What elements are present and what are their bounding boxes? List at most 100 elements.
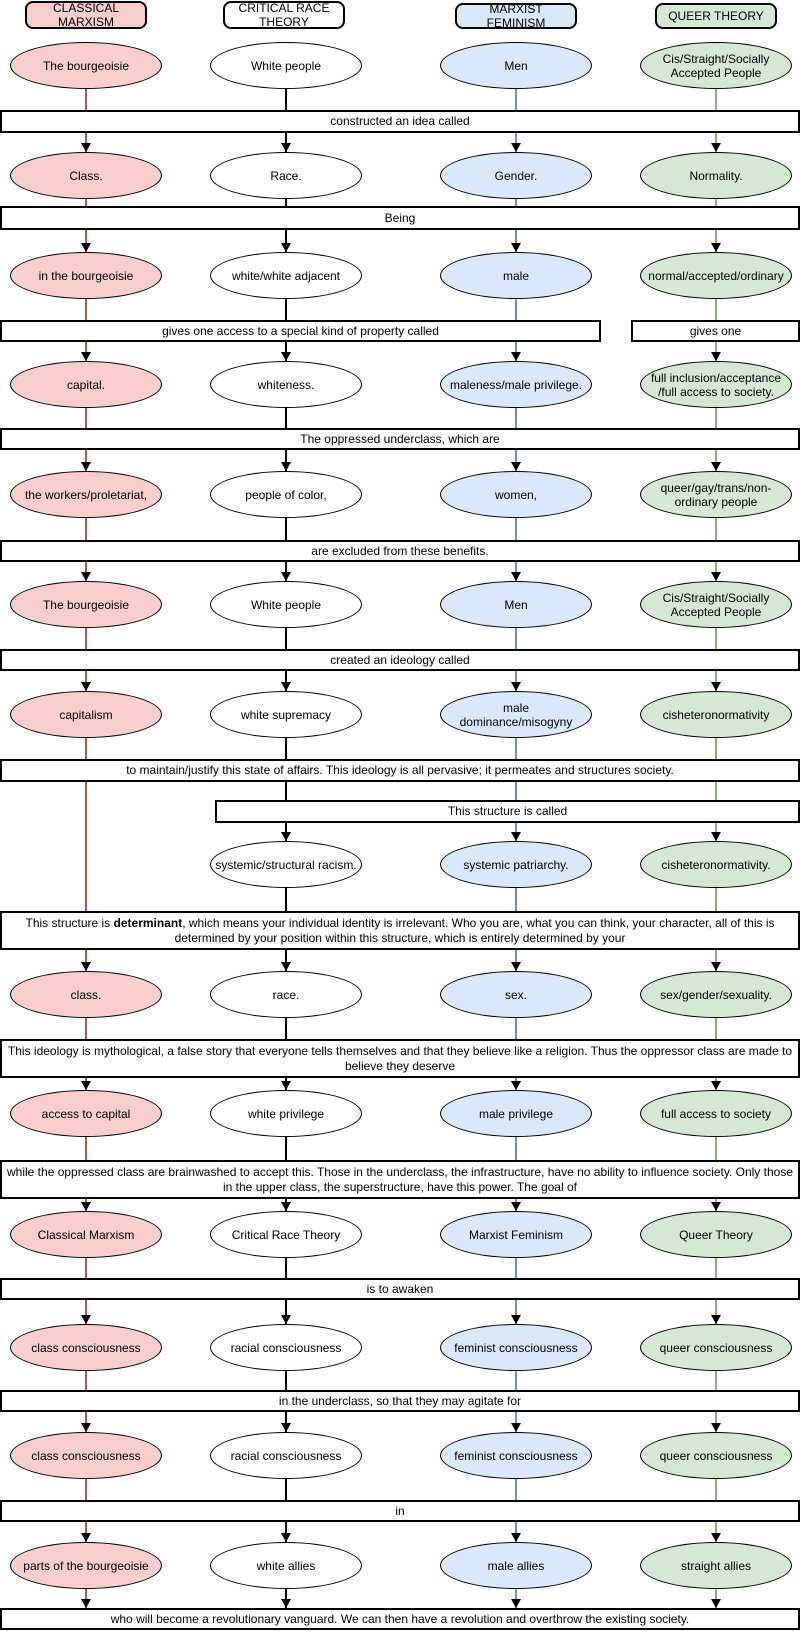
arrowhead (281, 962, 291, 971)
banner-maintain-justify: to maintain/justify this state of affair… (0, 759, 800, 782)
arrowhead (81, 143, 91, 152)
banner-excluded-from-benefits: are excluded from these benefits. (0, 540, 800, 562)
column-header-critical-race-theory: CRITICAL RACE THEORY (223, 1, 345, 29)
node-mf-r9: sex. (440, 971, 592, 1018)
arrowhead (711, 143, 721, 152)
banner-created-an-ideology: created an ideology called (0, 649, 800, 671)
arrowhead (81, 1202, 91, 1211)
arrowhead (281, 243, 291, 252)
node-crt-r8: systemic/structural racism. (210, 841, 362, 888)
node-mf-r6: Men (440, 581, 592, 628)
node-cm-r14: parts of the bourgeoisie (10, 1542, 162, 1589)
node-mf-r4: maleness/male privilege. (440, 361, 592, 408)
arrowhead (511, 572, 521, 581)
arrowhead (81, 462, 91, 471)
arrowhead (81, 1599, 91, 1608)
node-qt-r13: queer consciousness (640, 1432, 792, 1479)
arrowhead (81, 572, 91, 581)
arrowhead (511, 1315, 521, 1324)
banner-brainwashed-goal: while the oppressed class are brainwashe… (0, 1160, 800, 1199)
node-mf-r2: Gender. (440, 152, 592, 199)
column-header-label: CRITICAL RACE THEORY (238, 1, 330, 29)
arrowhead (281, 1599, 291, 1608)
arrowhead (81, 243, 91, 252)
arrowhead (511, 1533, 521, 1542)
node-qt-r10: full access to society (640, 1090, 792, 1137)
node-crt-r2: Race. (210, 152, 362, 199)
banner-structure-is-called: This structure is called (215, 800, 800, 823)
arrowhead (711, 243, 721, 252)
node-cm-r3: in the bourgeoisie (10, 252, 162, 299)
node-mf-r14: male allies (440, 1542, 592, 1589)
node-mf-r10: male privilege (440, 1090, 592, 1137)
arrowhead (711, 1423, 721, 1432)
column-header-marxist-feminism: MARXIST FEMINISM (455, 2, 577, 30)
arrowhead (81, 1081, 91, 1090)
node-cm-r1: The bourgeoisie (10, 42, 162, 89)
arrowhead (711, 462, 721, 471)
arrowhead (711, 682, 721, 691)
node-crt-r7: white supremacy (210, 691, 362, 738)
arrowhead (81, 1315, 91, 1324)
node-qt-r2: Normality. (640, 152, 792, 199)
node-cm-r2: Class. (10, 152, 162, 199)
arrowhead (81, 1423, 91, 1432)
arrowhead (81, 352, 91, 361)
arrowhead (511, 1423, 521, 1432)
banner-oppressed-underclass: The oppressed underclass, which are (0, 428, 800, 450)
arrowhead (511, 832, 521, 841)
arrowhead (511, 243, 521, 252)
banner-being: Being (0, 206, 800, 230)
node-mf-r7: male dominance/misogyny (440, 691, 592, 738)
node-qt-r1: Cis/Straight/Socially Accepted People (640, 42, 792, 89)
arrowhead (281, 1315, 291, 1324)
node-mf-r5: women, (440, 471, 592, 518)
node-qt-r12: queer consciousness (640, 1324, 792, 1371)
banner-gives-one: gives one (631, 320, 800, 342)
arrowhead (281, 462, 291, 471)
arrowhead (281, 682, 291, 691)
node-crt-r11: Critical Race Theory (210, 1211, 362, 1258)
arrowhead (711, 1599, 721, 1608)
node-cm-r10: access to capital (10, 1090, 162, 1137)
arrowhead (281, 1423, 291, 1432)
node-cm-r7: capitalism (10, 691, 162, 738)
node-qt-r11: Queer Theory (640, 1211, 792, 1258)
banner-constructed-an-idea: constructed an idea called (0, 110, 800, 133)
node-crt-r1: White people (210, 42, 362, 89)
node-qt-r8: cisheteronormativity. (640, 841, 792, 888)
node-qt-r7: cisheteronormativity (640, 691, 792, 738)
arrowhead (711, 962, 721, 971)
node-crt-r6: White people (210, 581, 362, 628)
arrowhead (281, 1533, 291, 1542)
arrowhead (281, 143, 291, 152)
node-cm-r13: class consciousness (10, 1432, 162, 1479)
column-header-queer-theory: QUEER THEORY (655, 3, 777, 29)
node-crt-r14: white allies (210, 1542, 362, 1589)
node-crt-r12: racial consciousness (210, 1324, 362, 1371)
arrowhead (281, 1081, 291, 1090)
arrowhead (511, 962, 521, 971)
node-crt-r13: racial consciousness (210, 1432, 362, 1479)
node-qt-r3: normal/accepted/ordinary (640, 252, 792, 299)
node-qt-r14: straight allies (640, 1542, 792, 1589)
arrowhead (511, 682, 521, 691)
column-header-label: CLASSICAL MARXISM (52, 1, 120, 29)
arrowhead (511, 352, 521, 361)
node-cm-r6: The bourgeoisie (10, 581, 162, 628)
arrowhead (81, 682, 91, 691)
arrowhead (711, 572, 721, 581)
arrowhead (281, 1202, 291, 1211)
node-mf-r11: Marxist Feminism (440, 1211, 592, 1258)
node-crt-r5: people of color, (210, 471, 362, 518)
banner-gives-one-access: gives one access to a special kind of pr… (0, 320, 601, 342)
node-cm-r9: class. (10, 971, 162, 1018)
banner-in: in (0, 1500, 800, 1522)
arrowhead (511, 462, 521, 471)
banner-in-the-underclass: in the underclass, so that they may agit… (0, 1390, 800, 1412)
arrowhead (511, 1081, 521, 1090)
arrowhead (281, 352, 291, 361)
arrowhead (711, 1081, 721, 1090)
arrowhead (711, 832, 721, 841)
